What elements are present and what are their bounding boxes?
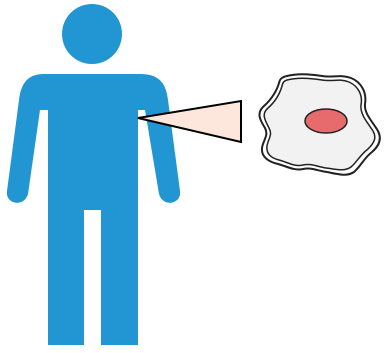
person-icon (7, 4, 180, 345)
person-head (62, 4, 122, 64)
cell-nucleus (305, 109, 347, 133)
cell-icon (259, 74, 379, 175)
